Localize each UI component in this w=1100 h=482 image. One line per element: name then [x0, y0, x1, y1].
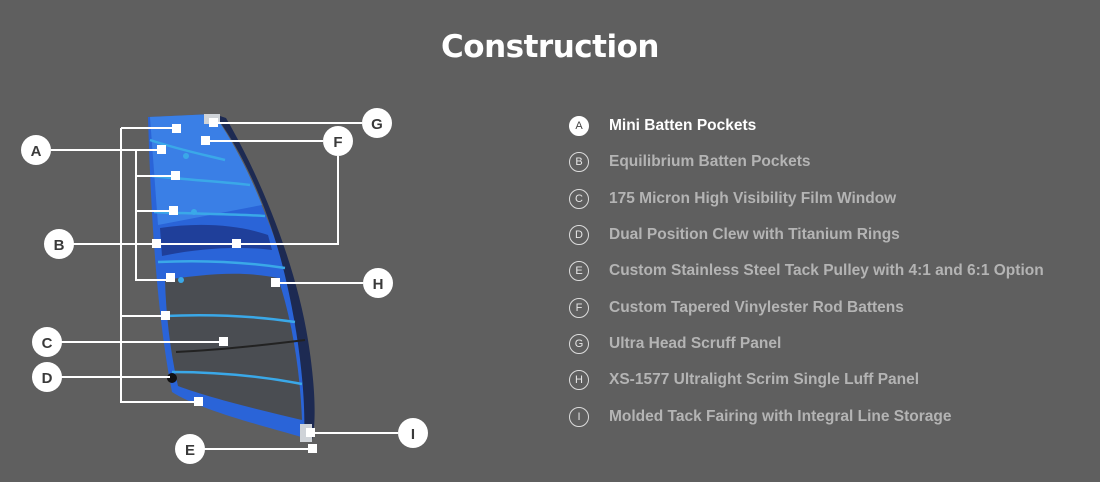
markers	[152, 118, 317, 453]
batten-line-4	[157, 260, 286, 270]
legend-letter-badge: H	[569, 370, 589, 391]
legend-label: Equilibrium Batten Pockets	[609, 153, 811, 171]
legend-item-d[interactable]: D Dual Position Clew with Titanium Rings	[569, 217, 1044, 253]
callout-letter: H	[373, 276, 384, 293]
callout-h[interactable]: H	[363, 268, 393, 298]
luff-panel	[214, 114, 315, 440]
legend-letter-badge: I	[569, 406, 589, 427]
legend-letter-badge: C	[569, 188, 589, 209]
batten-line-2	[151, 174, 251, 187]
legend-letter-badge: D	[569, 225, 589, 246]
callout-i[interactable]: I	[398, 418, 428, 448]
marker-square	[161, 311, 170, 320]
callout-letter: E	[185, 442, 195, 459]
legend-item-b[interactable]: B Equilibrium Batten Pockets	[569, 144, 1044, 180]
clew-eye	[167, 373, 177, 383]
batten-line-6	[171, 370, 303, 386]
callout-letter: I	[411, 426, 415, 443]
marker-square	[232, 239, 241, 248]
leader-line-a	[51, 149, 170, 281]
marker-square	[271, 278, 280, 287]
marker-square	[308, 444, 317, 453]
legend-label: Custom Stainless Steel Tack Pulley with …	[609, 262, 1044, 280]
marker-square	[169, 206, 178, 215]
callout-letter: A	[31, 143, 42, 160]
boom-line	[175, 339, 306, 353]
callout-letter: D	[42, 370, 53, 387]
marker-square	[157, 145, 166, 154]
legend-letter-badge: G	[569, 333, 589, 354]
legend-item-i[interactable]: I Molded Tack Fairing with Integral Line…	[569, 398, 1044, 434]
legend-letter-badge: F	[569, 297, 589, 318]
page-title: Construction	[441, 28, 659, 65]
marker-square	[209, 118, 218, 127]
callout-letter: C	[42, 335, 53, 352]
leader-lines	[51, 122, 398, 450]
callout-g[interactable]: G	[362, 108, 392, 138]
callout-d[interactable]: D	[32, 362, 62, 392]
window-dot-3	[178, 277, 184, 283]
callout-letter: F	[333, 134, 342, 151]
marker-square	[219, 337, 228, 346]
batten-line-3	[153, 210, 266, 218]
callout-e[interactable]: E	[175, 434, 205, 464]
legend-label: 175 Micron High Visibility Film Window	[609, 189, 897, 207]
legend-item-a[interactable]: A Mini Batten Pockets	[569, 108, 1044, 144]
callout-letter: G	[371, 116, 383, 133]
callout-c[interactable]: C	[32, 327, 62, 357]
legend-item-c[interactable]: C 175 Micron High Visibility Film Window	[569, 181, 1044, 217]
marker-square	[201, 136, 210, 145]
legend-item-e[interactable]: E Custom Stainless Steel Tack Pulley wit…	[569, 253, 1044, 289]
legend-item-h[interactable]: H XS-1577 Ultralight Scrim Single Luff P…	[569, 362, 1044, 398]
callout-f[interactable]: F	[323, 126, 353, 156]
marker-square	[166, 273, 175, 282]
legend-label: Mini Batten Pockets	[609, 117, 757, 135]
leader-line-b-branch	[120, 128, 198, 403]
callout-letter: B	[54, 237, 65, 254]
window-dot-1	[183, 153, 189, 159]
marker-square	[172, 124, 181, 133]
marker-square	[171, 171, 180, 180]
marker-square	[152, 239, 161, 248]
legend-label: XS-1577 Ultralight Scrim Single Luff Pan…	[609, 371, 920, 389]
legend-label: Ultra Head Scruff Panel	[609, 334, 782, 352]
legend-label: Molded Tack Fairing with Integral Line S…	[609, 407, 952, 425]
leader-line-f-branch	[237, 156, 339, 245]
legend-letter-badge: E	[569, 261, 589, 282]
marker-square	[194, 397, 203, 406]
legend-label: Dual Position Clew with Titanium Rings	[609, 226, 900, 244]
legend-item-f[interactable]: F Custom Tapered Vinylester Rod Battens	[569, 289, 1044, 325]
light-blue-accent	[160, 224, 272, 256]
legend-letter-badge: A	[569, 116, 589, 137]
construction-legend: A Mini Batten Pockets B Equilibrium Batt…	[569, 108, 1044, 435]
head-panel	[150, 114, 262, 225]
marker-square	[306, 428, 315, 437]
legend-letter-badge: B	[569, 152, 589, 173]
window-dot-2	[191, 209, 197, 215]
legend-item-g[interactable]: G Ultra Head Scruff Panel	[569, 326, 1044, 362]
batten-line-5	[163, 314, 296, 324]
legend-label: Custom Tapered Vinylester Rod Battens	[609, 298, 904, 316]
callout-a[interactable]: A	[21, 135, 51, 165]
batten-line-1	[149, 138, 226, 162]
callout-b[interactable]: B	[44, 229, 74, 259]
